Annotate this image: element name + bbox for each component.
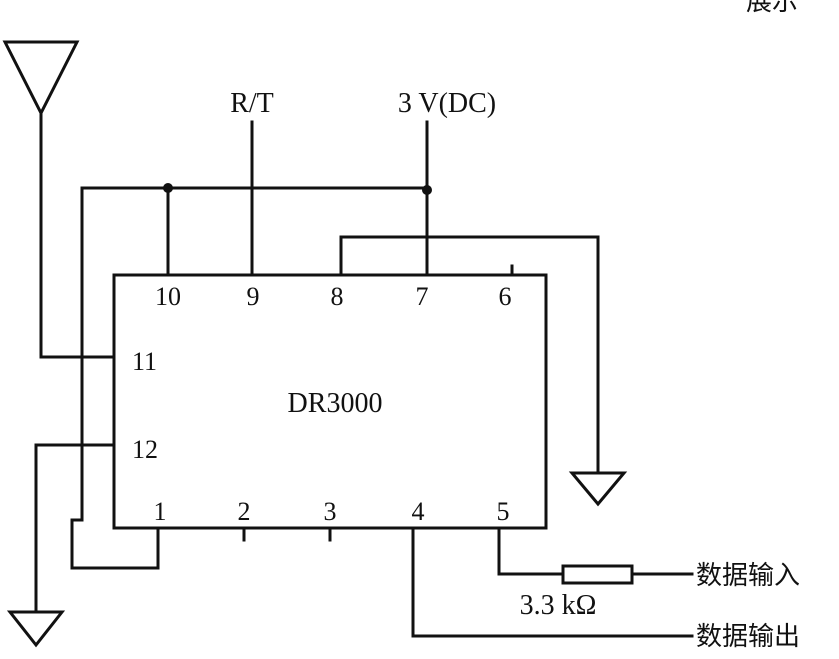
data-output-wire <box>411 526 694 638</box>
resistor-symbol <box>561 564 634 585</box>
pin-7-label: 7 <box>416 282 429 311</box>
chip-name: DR3000 <box>288 388 383 419</box>
pin-11-label: 11 <box>132 347 157 376</box>
ground-right-icon <box>568 471 628 507</box>
pin-2-label: 2 <box>238 497 251 526</box>
pin-3-label: 3 <box>324 497 337 526</box>
pin-12-label: 12 <box>132 435 158 464</box>
pin-8-wire <box>339 235 600 475</box>
antenna-icon <box>2 40 80 117</box>
rt-label: R/T <box>230 88 274 119</box>
data-input-label: 数据输入 <box>696 561 800 591</box>
pin-9-label: 9 <box>247 282 260 311</box>
pin-1-wire <box>70 518 160 570</box>
ground-left-icon <box>6 610 66 648</box>
pin-5-wire <box>497 526 565 576</box>
antenna-wire <box>39 111 116 359</box>
resistor-label: 3.3 kΩ <box>520 590 597 621</box>
corner-text: 展示 <box>746 0 798 17</box>
pin-4-label: 4 <box>412 497 425 526</box>
pin-12-wire <box>34 443 116 614</box>
pin-10-label: 10 <box>155 282 181 311</box>
pin-1-label: 1 <box>154 497 167 526</box>
supply-label: 3 V(DC) <box>398 88 496 119</box>
junction-dot-supply <box>422 185 432 195</box>
pin-6-label: 6 <box>499 282 512 311</box>
pin-5-label: 5 <box>497 497 510 526</box>
data-output-label: 数据输出 <box>696 622 800 652</box>
pin-8-label: 8 <box>331 282 344 311</box>
